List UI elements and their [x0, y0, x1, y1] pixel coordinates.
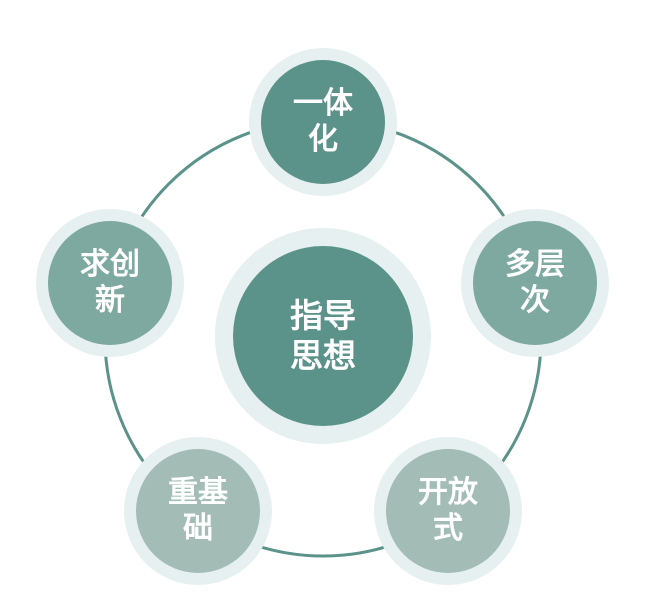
node-bottom-left-circle: 重基 础 — [136, 449, 260, 573]
node-bottom-left-label-line-2: 础 — [183, 511, 213, 546]
node-top-label-line-1: 一体 — [293, 86, 353, 121]
node-bottom-right: 开放 式 — [374, 437, 522, 585]
node-left-label-line-1: 求创 — [80, 247, 140, 282]
node-top: 一体 化 — [249, 48, 397, 196]
center-node: 指导 思想 — [215, 228, 431, 444]
node-right-circle: 多层 次 — [473, 221, 597, 345]
node-right-label-line-2: 次 — [520, 283, 550, 318]
node-bottom-left: 重基 础 — [124, 437, 272, 585]
node-left: 求创 新 — [36, 209, 184, 357]
node-left-label-line-2: 新 — [95, 283, 125, 318]
node-left-circle: 求创 新 — [48, 221, 172, 345]
node-top-label-line-2: 化 — [308, 122, 338, 157]
node-bottom-left-label-line-1: 重基 — [168, 475, 228, 510]
node-right-label-line-1: 多层 — [505, 247, 565, 282]
node-top-circle: 一体 化 — [261, 60, 385, 184]
node-right: 多层 次 — [461, 209, 609, 357]
node-bottom-right-circle: 开放 式 — [386, 449, 510, 573]
node-bottom-right-label-line-2: 式 — [433, 511, 463, 546]
center-label-line-2: 思想 — [290, 336, 356, 375]
center-label-line-1: 指导 — [290, 296, 356, 336]
center-node-circle: 指导 思想 — [233, 246, 413, 426]
node-bottom-right-label-line-1: 开放 — [418, 475, 478, 510]
